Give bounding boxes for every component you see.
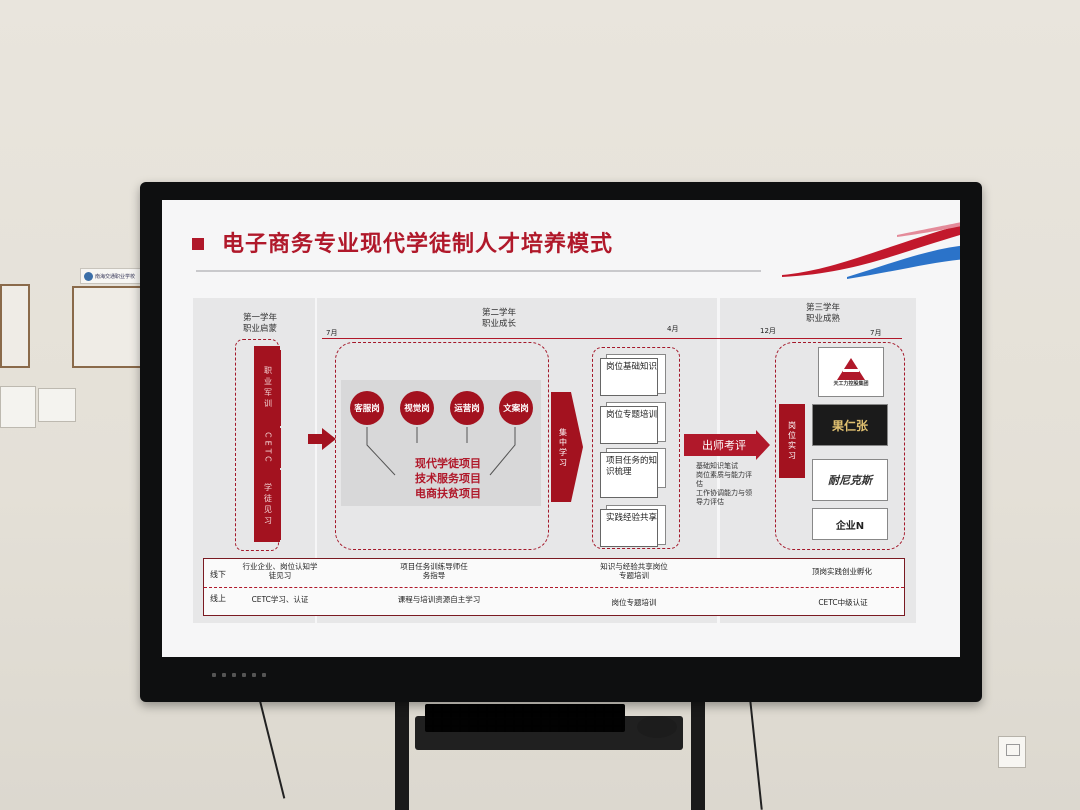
- knowledge-dashed-group: [592, 347, 680, 549]
- timeline: [322, 338, 902, 339]
- tv-indicator-lights: [212, 673, 272, 679]
- cable: [256, 691, 286, 799]
- month-label: 7月: [870, 329, 882, 337]
- connector-lines: [366, 427, 516, 476]
- post-customer-service: 客服岗: [350, 391, 384, 425]
- company-enterprise-n: 企业N: [812, 508, 888, 540]
- month-label: 12月: [760, 327, 776, 335]
- year3-dashed-group: [775, 342, 905, 550]
- online-cell: 课程与培训资源自主学习: [397, 595, 481, 604]
- segment-military-training: 职业军训: [255, 350, 281, 426]
- company-logo-nike: 耐尼克斯: [812, 459, 888, 501]
- offline-cell: 项目任务训练导师任务指导: [400, 562, 468, 580]
- title-bullet: [192, 238, 204, 250]
- post-copywriting: 文案岗: [499, 391, 533, 425]
- card-post-training: 岗位专题培训: [600, 406, 658, 444]
- month-label: 7月: [326, 329, 338, 337]
- company-logo-guorenzhang: 果仁张: [812, 404, 888, 446]
- projects-list: 现代学徒项目 技术服务项目 电商扶贫项目: [415, 457, 481, 500]
- bottom-table: 线下 线上 行业企业、岗位认知学徒见习 项目任务训练导师任务指导 知识与经验共享…: [203, 558, 905, 616]
- internship-label: 岗位实习: [779, 404, 805, 478]
- company-name: 天工力控股集团: [833, 380, 869, 387]
- post-operations: 运营岗: [450, 391, 484, 425]
- company-logo-tiangongli: 天工力控股集团: [818, 347, 884, 397]
- divider-line: [204, 587, 904, 588]
- card-task-knowledge: 项目任务的知识梳理: [600, 452, 658, 498]
- slide-title: 电子商务专业现代学徒制人才培养模式: [222, 232, 614, 257]
- year3-title: 第三学年职业成熟: [805, 303, 840, 324]
- keyboard[interactable]: [425, 704, 625, 732]
- title-underline: [196, 270, 761, 272]
- wall-control-panel: [0, 386, 36, 428]
- pyramid-logo-icon: [837, 357, 865, 380]
- online-cell: CETC中级认证: [818, 598, 868, 607]
- concentrated-study-label: 集中学习: [558, 428, 568, 468]
- concentrated-study-arrow: [551, 392, 583, 502]
- arrow-right-icon: [308, 428, 336, 450]
- offline-cell: 知识与经验共享岗位专题培训: [600, 562, 668, 580]
- year2-title: 第二学年职业成长: [481, 308, 516, 329]
- mouse[interactable]: [637, 716, 677, 738]
- online-label: 线上: [210, 594, 226, 603]
- card-experience-share: 实践经验共享: [600, 509, 658, 547]
- offline-label: 线下: [210, 570, 226, 579]
- wall-sign: 南海交通职业学校: [80, 268, 142, 284]
- post-visual: 视觉岗: [400, 391, 434, 425]
- swoosh-logo-icon: [782, 222, 960, 279]
- offline-cell: 行业企业、岗位认知学徒见习: [242, 562, 318, 580]
- graduation-eval-label: 出师考评: [702, 439, 746, 452]
- wall-socket: [998, 736, 1026, 768]
- offline-cell: 顶岗实践创业孵化: [812, 567, 872, 576]
- wall-calendar-left: [0, 284, 30, 368]
- segment-cetc: CETC: [255, 428, 281, 468]
- eval-items: 基础知识笔试 岗位素质与能力评估 工作协调能力与领导力评估: [696, 462, 752, 506]
- online-cell: 岗位专题培训: [611, 598, 657, 607]
- month-label: 4月: [667, 325, 679, 333]
- year1-title: 第一学年职业启蒙: [242, 313, 277, 334]
- graduation-arrow: [684, 430, 770, 460]
- cable: [749, 700, 763, 810]
- card-post-basics: 岗位基础知识: [600, 358, 658, 396]
- wall-frame: [72, 286, 144, 368]
- year2-dashed-group: [335, 342, 549, 550]
- wall-switch: [38, 388, 76, 422]
- segment-apprentice-internship: 学徒见习: [255, 470, 281, 540]
- online-cell: CETC学习、认证: [251, 595, 309, 604]
